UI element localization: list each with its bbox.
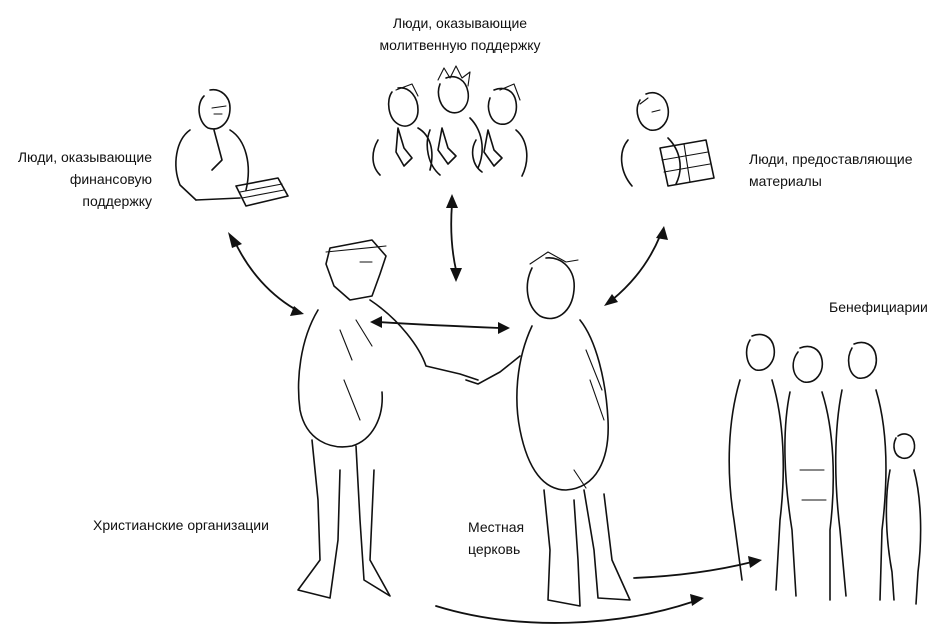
prayer-support-label: Люди, оказывающие молитвенную поддержку (360, 12, 560, 56)
local-church-label-line-1: Местная (468, 519, 525, 535)
materials-label-line-1: Люди, предоставляющие (749, 151, 913, 167)
christian-org-man-figure (297, 239, 479, 599)
finance-label-line-1: Люди, оказывающие (17, 149, 152, 165)
flow-arrows (228, 194, 762, 624)
materials-person-figure (620, 92, 715, 187)
finance-label-line-2: финансовую (69, 171, 152, 187)
materials-support-label: Люди, предоставляющие материалы (749, 148, 912, 192)
local-church-man-figure (465, 251, 631, 607)
christian-orgs-label-text: Христианские организации (93, 517, 269, 533)
christian-organizations-label: Христианские организации (93, 514, 269, 536)
finance-label-line-3: поддержку (82, 193, 152, 209)
prayer-group-figures (372, 65, 528, 177)
prayer-label-line-2: молитвенную поддержку (379, 37, 541, 53)
materials-label-line-2: материалы (749, 173, 822, 189)
finance-person-figure (175, 88, 289, 207)
financial-support-label: Люди, оказывающие финансовую поддержку (0, 146, 152, 212)
beneficiaries-label-text: Бенефициарии (829, 299, 928, 315)
prayer-label-line-1: Люди, оказывающие (392, 15, 528, 31)
local-church-label-line-2: церковь (468, 541, 521, 557)
local-church-label: Местная церковь (468, 516, 524, 560)
beneficiaries-group-figures (728, 333, 922, 605)
beneficiaries-label: Бенефициарии (829, 296, 928, 318)
